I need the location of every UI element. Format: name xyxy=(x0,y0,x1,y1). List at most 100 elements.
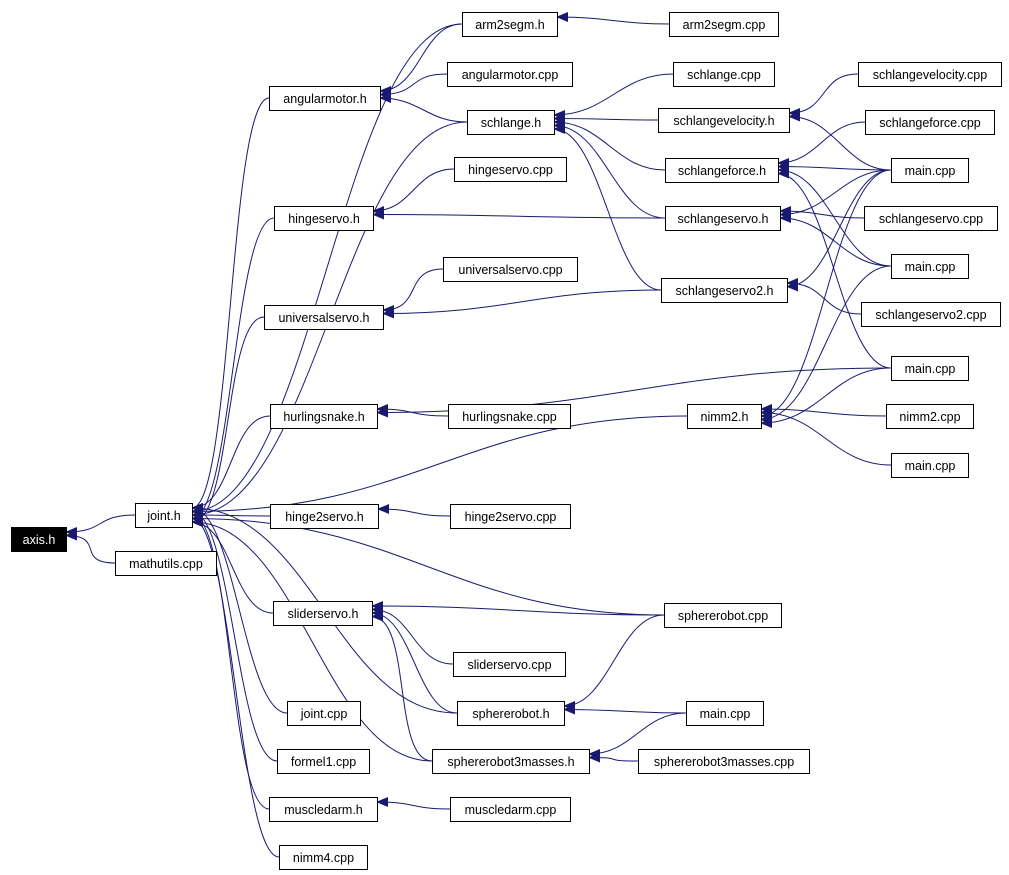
edge-main-cpp-2-to-schlangeservo-h xyxy=(779,213,892,267)
node-hurlingsnake-cpp[interactable]: hurlingsnake.cpp xyxy=(448,404,571,429)
node-sphererobot3masses-cpp[interactable]: sphererobot3masses.cpp xyxy=(638,749,810,774)
edge-schlangeservo2-h-to-universalservo-h xyxy=(382,289,662,319)
node-sliderservo-h[interactable]: sliderservo.h xyxy=(273,601,373,626)
node-main-cpp-3[interactable]: main.cpp xyxy=(891,356,969,381)
node-universalservo-h[interactable]: universalservo.h xyxy=(264,305,384,330)
node-label: schlangevelocity.cpp xyxy=(873,68,987,82)
edge-nimm4-cpp-to-joint-h xyxy=(191,513,280,858)
node-main-cpp-4[interactable]: main.cpp xyxy=(891,453,969,478)
node-label: sphererobot.cpp xyxy=(678,609,768,623)
node-schlangevelocity-h[interactable]: schlangevelocity.h xyxy=(658,108,790,133)
node-box xyxy=(686,701,764,726)
node-arm2segm-cpp[interactable]: arm2segm.cpp xyxy=(669,12,779,37)
node-label: arm2segm.h xyxy=(475,18,545,32)
node-angularmotor-cpp[interactable]: angularmotor.cpp xyxy=(447,62,573,87)
node-sphererobot-h[interactable]: sphererobot.h xyxy=(457,701,565,726)
node-main-cpp-2[interactable]: main.cpp xyxy=(891,254,969,279)
edge-hinge2servo-cpp-to-hinge2servo-h xyxy=(377,504,451,517)
node-joint-h[interactable]: joint.h xyxy=(135,503,193,528)
edge-sphererobot-cpp-to-sliderservo-h xyxy=(371,601,665,616)
edge-schlangevelocity-h-to-schlange-h xyxy=(553,113,659,124)
node-box xyxy=(658,108,790,133)
node-label: schlangeforce.h xyxy=(678,164,766,178)
node-label: nimm4.cpp xyxy=(293,851,354,865)
node-box xyxy=(665,158,779,183)
node-axis-h[interactable]: axis.h xyxy=(11,527,67,552)
node-box xyxy=(447,62,573,87)
node-box xyxy=(665,206,781,231)
node-label: schlangeservo.cpp xyxy=(879,212,983,226)
edge-universalservo-cpp-to-universalservo-h xyxy=(382,268,444,315)
node-hingeservo-cpp[interactable]: hingeservo.cpp xyxy=(454,157,567,182)
node-label: schlangeservo.h xyxy=(677,212,768,226)
edge-muscledarm-cpp-to-muscledarm-h xyxy=(376,797,451,810)
node-box xyxy=(135,503,193,528)
edge-sphererobot-cpp-to-sphererobot-h xyxy=(563,614,665,711)
edge-schlangeservo-h-to-schlange-h xyxy=(553,120,666,219)
node-hingeservo-h[interactable]: hingeservo.h xyxy=(274,206,374,231)
node-mathutils-cpp[interactable]: mathutils.cpp xyxy=(115,551,217,576)
node-label: joint.cpp xyxy=(300,707,348,721)
node-label: main.cpp xyxy=(700,707,751,721)
node-sliderservo-cpp[interactable]: sliderservo.cpp xyxy=(453,652,566,677)
node-label: nimm2.cpp xyxy=(899,410,960,424)
edge-muscledarm-h-to-joint-h xyxy=(191,510,270,810)
node-label: universalservo.h xyxy=(278,311,369,325)
node-label: schlangeservo2.cpp xyxy=(875,308,986,322)
node-schlangeservo-h[interactable]: schlangeservo.h xyxy=(665,206,781,231)
node-universalservo-cpp[interactable]: universalservo.cpp xyxy=(443,257,578,282)
node-box xyxy=(467,110,555,135)
node-schlangevelocity-cpp[interactable]: schlangevelocity.cpp xyxy=(858,62,1002,87)
node-label: axis.h xyxy=(23,533,56,547)
node-box xyxy=(448,404,571,429)
node-sphererobot3masses-h[interactable]: sphererobot3masses.h xyxy=(432,749,590,774)
node-hinge2servo-cpp[interactable]: hinge2servo.cpp xyxy=(450,504,571,529)
edge-main-cpp-2-to-schlangeforce-h xyxy=(777,165,892,267)
node-schlangeforce-cpp[interactable]: schlangeforce.cpp xyxy=(865,110,995,135)
edge-formel1-cpp-to-joint-h xyxy=(191,506,278,762)
node-schlangeforce-h[interactable]: schlangeforce.h xyxy=(665,158,779,183)
node-nimm2-h[interactable]: nimm2.h xyxy=(687,404,762,429)
node-box xyxy=(891,356,969,381)
node-muscledarm-h[interactable]: muscledarm.h xyxy=(269,797,378,822)
node-label: hurlingsnake.cpp xyxy=(462,410,557,424)
node-schlangeservo2-cpp[interactable]: schlangeservo2.cpp xyxy=(861,302,1001,327)
node-box xyxy=(858,62,1002,87)
node-muscledarm-cpp[interactable]: muscledarm.cpp xyxy=(450,797,571,822)
node-nimm2-cpp[interactable]: nimm2.cpp xyxy=(886,404,974,429)
node-box xyxy=(274,206,374,231)
edge-schlangeforce-cpp-to-schlangeforce-h xyxy=(777,121,866,168)
node-label: muscledarm.cpp xyxy=(465,803,557,817)
node-box xyxy=(638,749,810,774)
node-box xyxy=(287,701,361,726)
node-label: mathutils.cpp xyxy=(129,557,203,571)
node-schlange-h[interactable]: schlange.h xyxy=(467,110,555,135)
node-arm2segm-h[interactable]: arm2segm.h xyxy=(462,12,558,37)
edge-sphererobot3masses-cpp-to-sphererobot3masses-h xyxy=(588,752,639,763)
node-nimm4-cpp[interactable]: nimm4.cpp xyxy=(279,845,368,870)
node-hinge2servo-h[interactable]: hinge2servo.h xyxy=(270,504,379,529)
edge-schlange-cpp-to-schlange-h xyxy=(553,73,674,120)
node-box xyxy=(891,254,969,279)
node-sphererobot-cpp[interactable]: sphererobot.cpp xyxy=(664,603,782,628)
node-label: sliderservo.cpp xyxy=(467,658,551,672)
node-main-cpp-1[interactable]: main.cpp xyxy=(891,158,969,183)
node-hurlingsnake-h[interactable]: hurlingsnake.h xyxy=(270,404,378,429)
node-box xyxy=(279,845,368,870)
node-box xyxy=(450,797,571,822)
node-schlangeservo-cpp[interactable]: schlangeservo.cpp xyxy=(864,206,998,231)
node-joint-cpp[interactable]: joint.cpp xyxy=(287,701,361,726)
edge-arm2segm-h-to-joint-h xyxy=(191,23,463,517)
node-schlangeservo2-h[interactable]: schlangeservo2.h xyxy=(661,278,788,303)
node-formel1-cpp[interactable]: formel1.cpp xyxy=(277,749,370,774)
edge-sliderservo-cpp-to-sliderservo-h xyxy=(371,604,454,665)
node-label: sphererobot3masses.h xyxy=(447,755,574,769)
node-label: schlange.h xyxy=(481,116,542,130)
node-angularmotor-h[interactable]: angularmotor.h xyxy=(269,86,381,111)
edge-hingeservo-h-to-joint-h xyxy=(191,217,275,524)
edge-main-cpp-1-to-schlangeservo-h xyxy=(779,169,892,220)
node-main-cpp-5[interactable]: main.cpp xyxy=(686,701,764,726)
node-schlange-cpp[interactable]: schlange.cpp xyxy=(673,62,775,87)
node-label: universalservo.cpp xyxy=(458,263,562,277)
